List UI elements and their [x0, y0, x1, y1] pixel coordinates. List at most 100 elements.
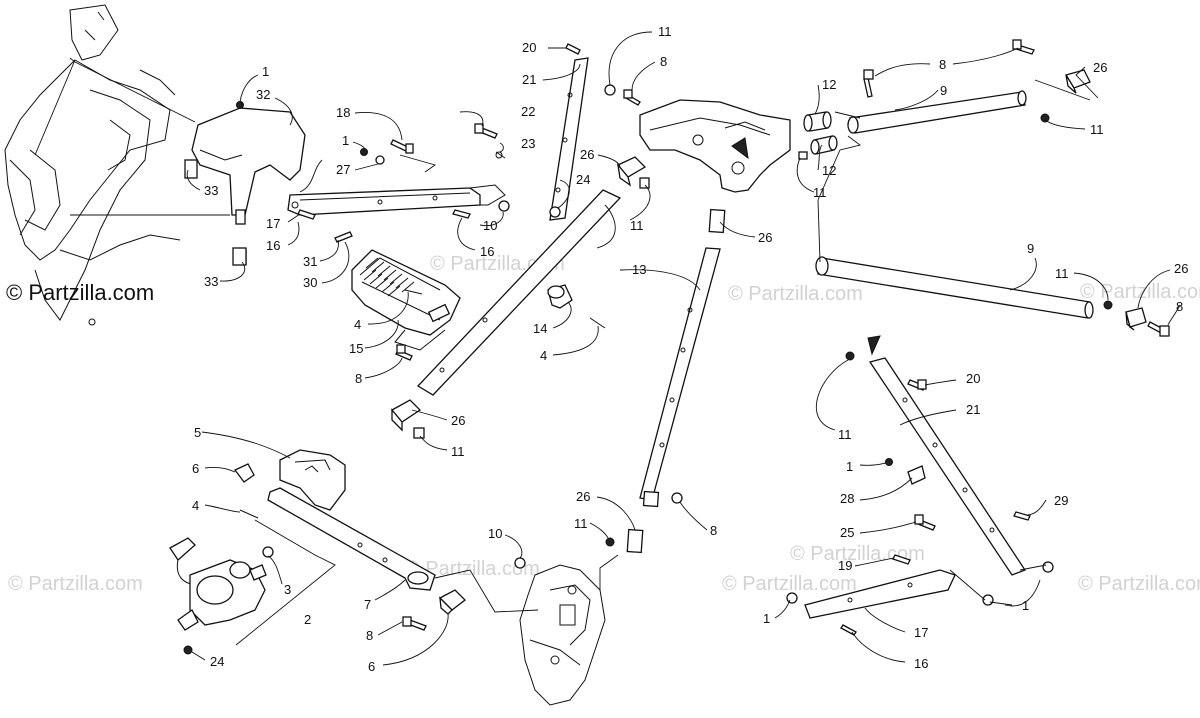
callout-label: 29 [1054, 493, 1068, 508]
callout-label: 3 [284, 582, 291, 597]
callout-label: 11 [574, 516, 588, 531]
watermark-text: © Partzilla.com [790, 543, 925, 565]
callout-label: 12 [822, 77, 836, 92]
callout-label: 11 [1090, 122, 1104, 137]
callout-label: 26 [1093, 60, 1107, 75]
plate-32 [184, 101, 306, 265]
callout-label: 17 [266, 216, 280, 231]
watermark-text: © Partzilla.com [8, 573, 143, 595]
tube-9-upper [847, 90, 1027, 134]
clamp-26-upper [616, 156, 650, 189]
callout-label: 1 [763, 611, 770, 626]
callout-label: 26 [580, 147, 594, 162]
screw-4-upper [404, 289, 423, 295]
bolt-8-top-center [623, 89, 641, 106]
callout-label: 4 [354, 317, 361, 332]
callout-label: 7 [364, 597, 371, 612]
callout-label: 11 [451, 444, 465, 459]
callout-label: 6 [192, 461, 199, 476]
callout-label: 8 [1176, 299, 1183, 314]
watermark-text: © Partzilla.com [1080, 281, 1200, 303]
callout-label: 9 [940, 83, 947, 98]
column-head [639, 99, 791, 193]
bushing-14 [547, 284, 606, 329]
callout-label: 8 [660, 54, 667, 69]
bar-17-lower [786, 554, 994, 636]
callout-label: 2 [304, 612, 311, 627]
plug-12-upper [803, 111, 832, 132]
callout-label: 10 [483, 218, 497, 233]
actuator-2 [169, 537, 274, 655]
callout-label: 8 [710, 523, 717, 538]
crossbar-17 [287, 184, 506, 216]
callout-label: 24 [210, 654, 224, 669]
bolts-top-left [297, 139, 510, 243]
bolt-8-upper-right [863, 39, 1035, 98]
callout-label: 26 [576, 489, 590, 504]
callout-label: 16 [480, 244, 494, 259]
callout-label: 33 [204, 274, 218, 289]
parts-drawing [4, 4, 1170, 706]
callout-label: 18 [336, 105, 350, 120]
bracket-21-upper [549, 43, 616, 221]
callout-label: 1 [846, 459, 853, 474]
callout-label: 24 [576, 172, 590, 187]
bracket-5 [233, 449, 346, 519]
plug-12-lower [798, 135, 838, 160]
callout-label: 13 [632, 262, 646, 277]
callout-label: 22 [521, 104, 535, 119]
cap-26-right [1103, 300, 1170, 337]
callout-label: 1 [342, 133, 349, 148]
cap-26-upper-right [1040, 69, 1091, 123]
callout-label: 11 [630, 218, 644, 233]
callout-label: 20 [522, 40, 536, 55]
callout-label: 8 [939, 57, 946, 72]
callout-label: 25 [840, 525, 854, 540]
callout-label: 8 [355, 371, 362, 386]
callout-label: 20 [966, 371, 980, 386]
watermark-text: © Partzilla.com [405, 558, 540, 580]
tube-13 [416, 189, 622, 396]
bar-7 [267, 487, 436, 591]
callout-label: 11 [813, 185, 827, 200]
callout-label: 32 [256, 87, 270, 102]
clamp-26-lower-left [390, 399, 425, 439]
callout-label: 8 [366, 628, 373, 643]
callout-label: 21 [966, 402, 980, 417]
callout-label: 12 [822, 163, 836, 178]
leader-lines [34, 31, 1181, 666]
chassis-left-fragment [4, 4, 181, 326]
callout-label: 28 [840, 491, 854, 506]
callout-label: 21 [522, 72, 536, 87]
callout-label: 17 [914, 625, 928, 640]
callout-label: 4 [192, 498, 199, 513]
watermark-text: © Partzilla.com [1078, 573, 1200, 595]
callout-label: 11 [1055, 266, 1069, 281]
relay-module-15 [351, 249, 461, 351]
clip-6-lower [402, 589, 466, 631]
callout-label: 11 [838, 427, 852, 442]
mount-bracket-lower [514, 557, 606, 706]
clamp-26-bottom [605, 528, 644, 554]
hardware-lower-right [885, 458, 1054, 573]
callout-label: 26 [1174, 261, 1188, 276]
callout-label: 27 [336, 162, 350, 177]
callout-label: 19 [838, 558, 852, 573]
watermark-text: © Partzilla.com [728, 283, 863, 305]
tube-9-lower [815, 256, 1094, 319]
callout-label: 4 [540, 348, 547, 363]
watermark-text: © Partzilla.com [722, 573, 857, 595]
steering-column-tube [639, 208, 726, 508]
callout-label: 11 [658, 24, 672, 39]
callout-label: 16 [266, 238, 280, 253]
callout-label: 9 [1027, 241, 1034, 256]
callout-label: 31 [303, 254, 317, 269]
clip-33 [232, 247, 247, 266]
callout-label: 30 [303, 275, 317, 290]
callout-label: 23 [521, 136, 535, 151]
callout-label: 33 [204, 183, 218, 198]
callout-label: 15 [349, 341, 363, 356]
callout-label: 1 [262, 64, 269, 79]
callout-label: 26 [451, 413, 465, 428]
bolt-22 [474, 123, 506, 159]
